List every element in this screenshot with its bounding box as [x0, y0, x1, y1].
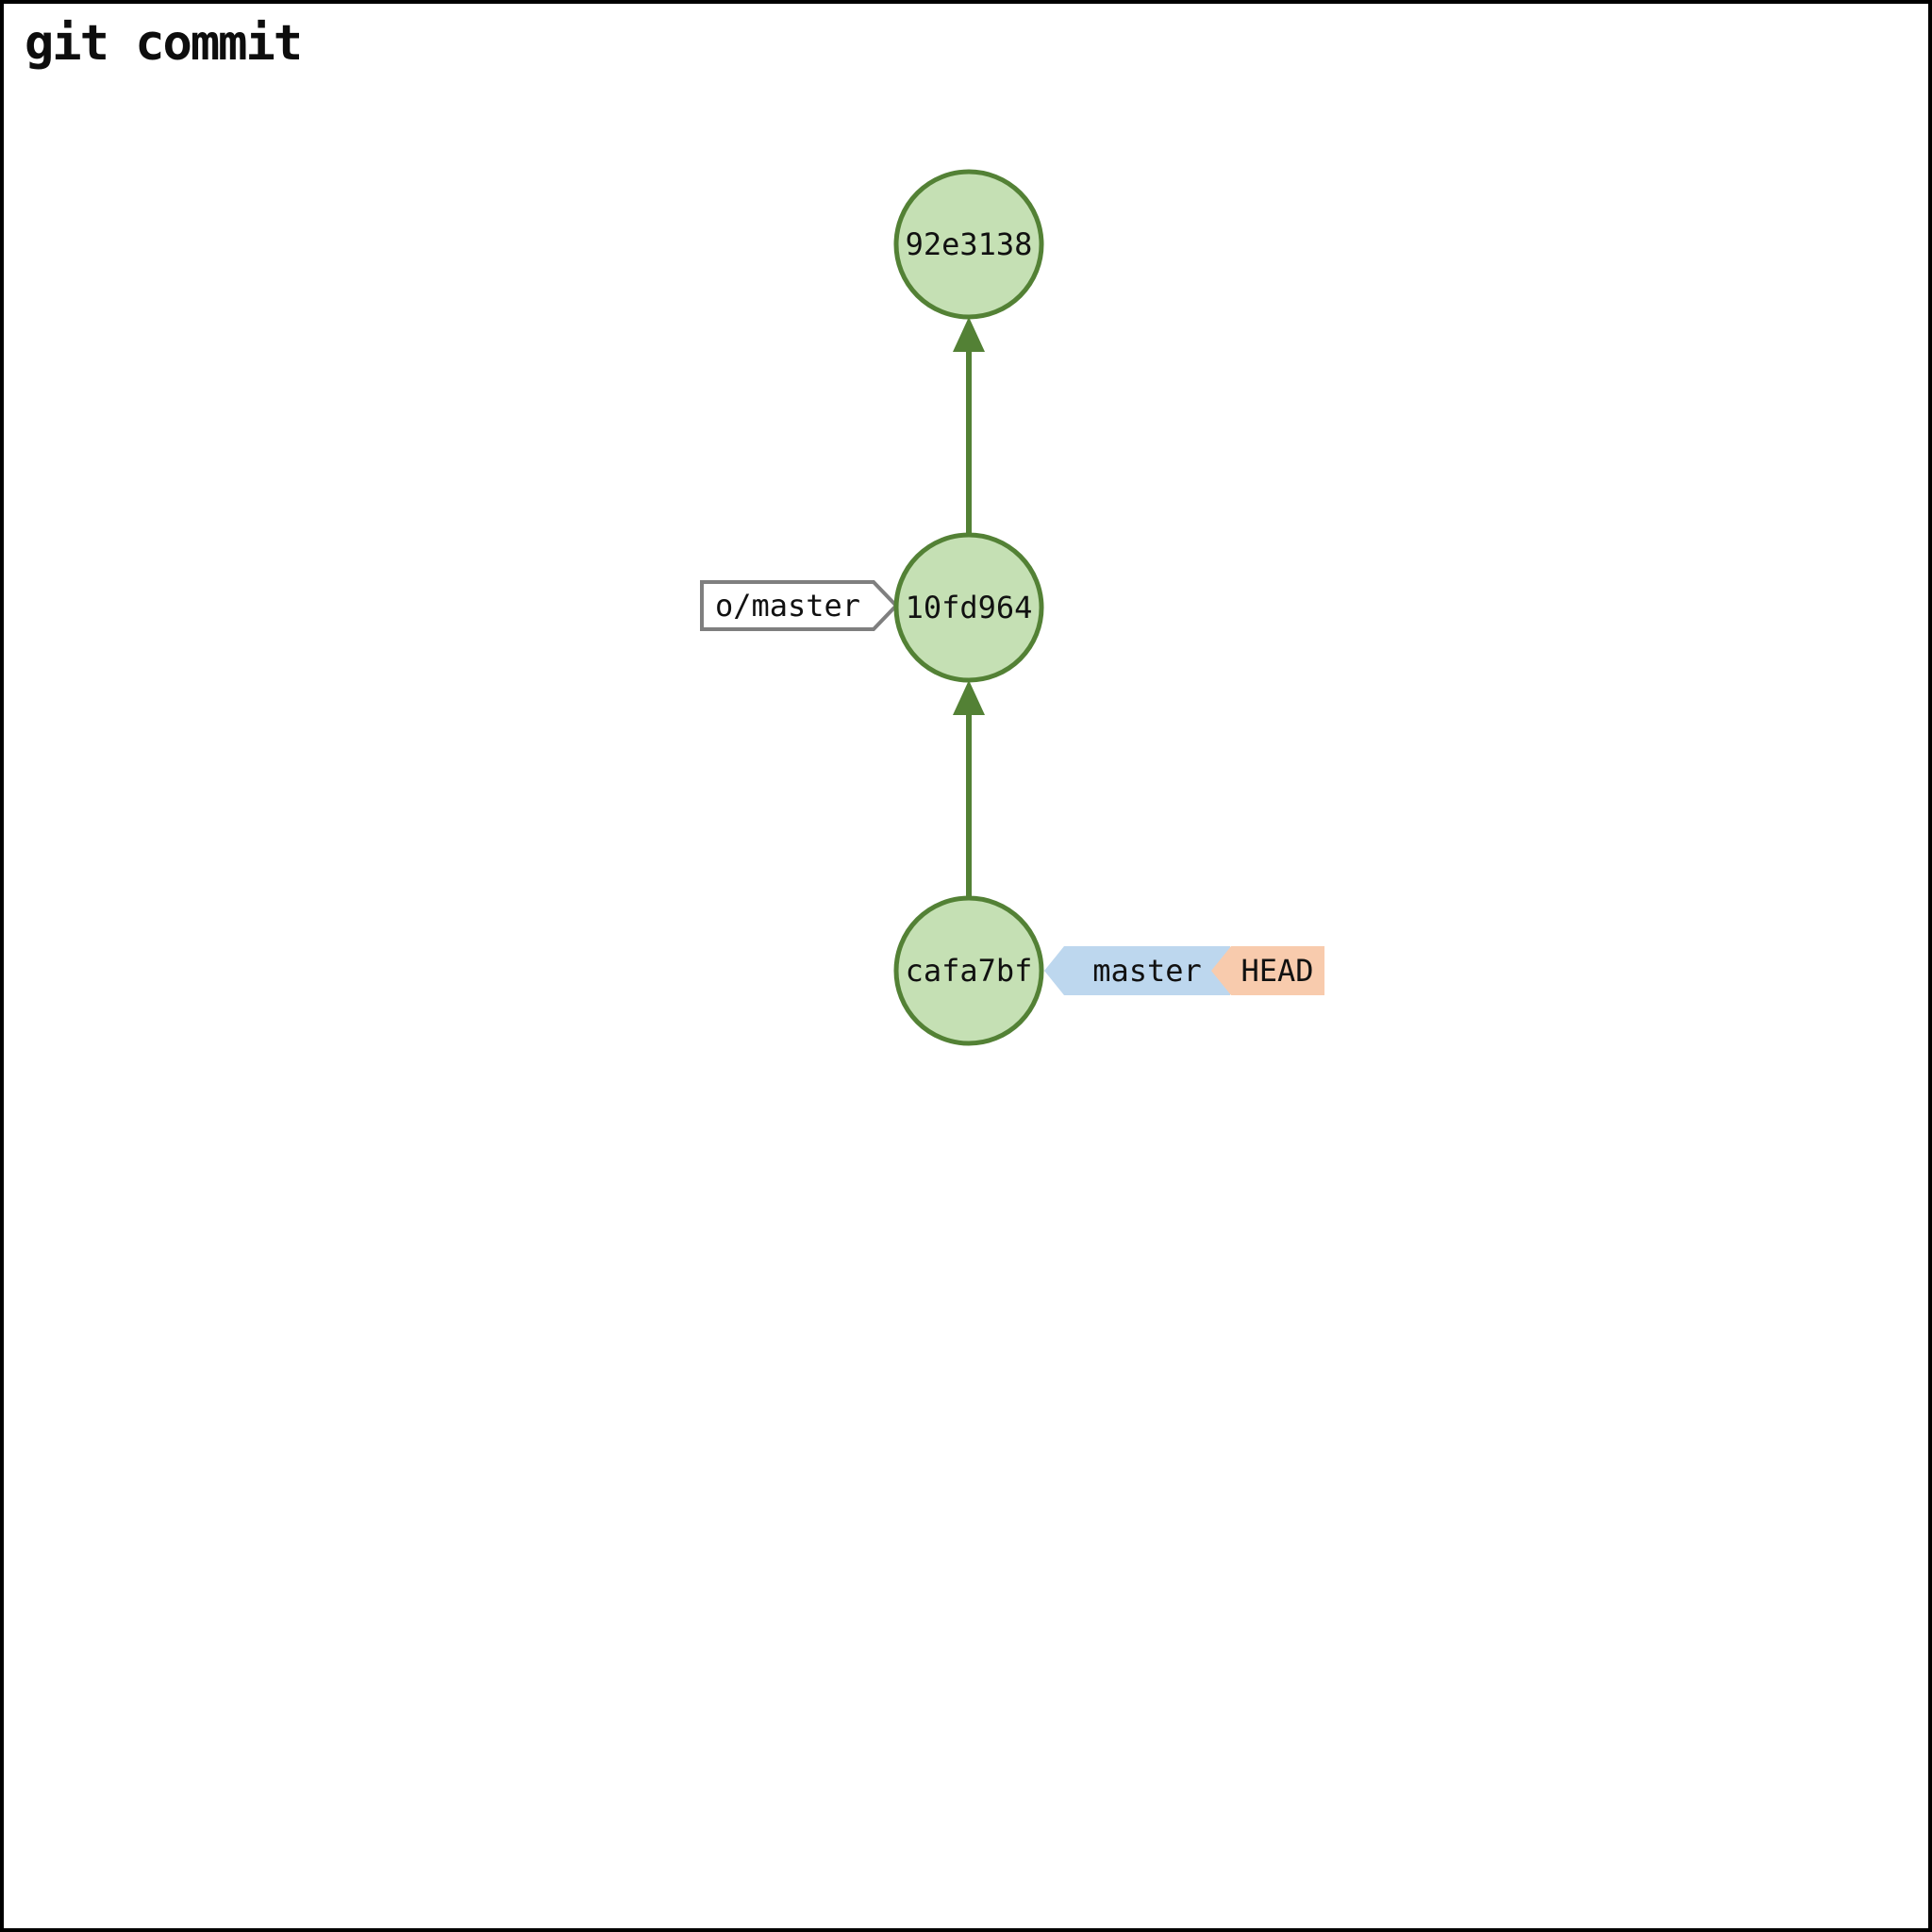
commit-id: cafa7bf — [906, 953, 1033, 989]
branch-badge-master: master — [1044, 946, 1230, 995]
arrowhead-icon — [953, 680, 985, 715]
arrowhead-icon — [953, 317, 985, 352]
head-badge-shape — [1211, 946, 1324, 995]
branch-badge-shape — [1044, 946, 1230, 995]
commit-circle — [893, 895, 1044, 1046]
remote-branch-tag: o/master — [700, 580, 899, 631]
commit-edge-arrow — [953, 317, 985, 535]
head-badge-label: HEAD — [1241, 953, 1313, 989]
commit-id: 10fd964 — [906, 590, 1033, 625]
remote-tag-shape — [700, 580, 899, 631]
commit-node: 10fd964 — [893, 532, 1044, 683]
commit-circle — [893, 169, 1044, 320]
commit-edge-arrow — [953, 680, 985, 898]
commit-node: 92e3138 — [893, 169, 1044, 320]
commit-circle — [893, 532, 1044, 683]
commit-id: 92e3138 — [906, 226, 1033, 262]
commit-node: cafa7bf — [893, 895, 1044, 1046]
branch-badge-label: master — [1092, 953, 1202, 989]
head-badge: HEAD — [1211, 946, 1324, 995]
remote-tag-label: o/master — [715, 588, 860, 624]
page-title: git commit — [25, 15, 303, 72]
git-graph: o/master master HEAD 92e3138 10fd964 caf… — [700, 169, 1324, 1046]
